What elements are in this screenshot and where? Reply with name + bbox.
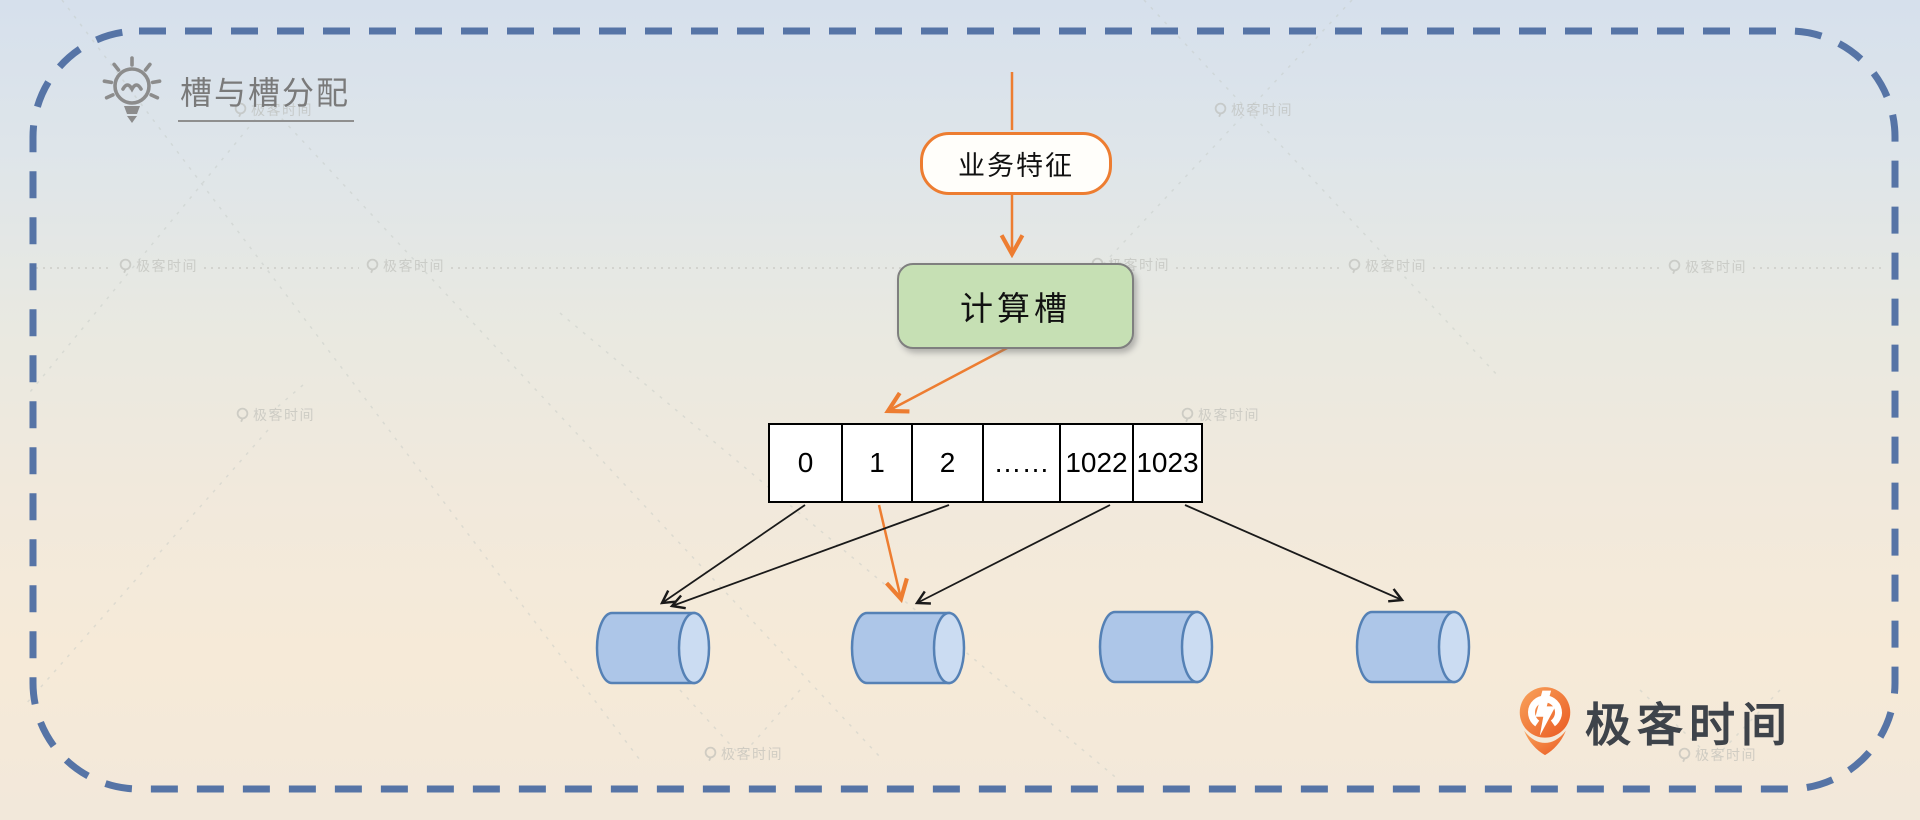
watermark-text: 极客时间 xyxy=(1365,258,1427,274)
watermark-text: 极客时间 xyxy=(383,258,445,274)
watermark-text: 极客时间 xyxy=(1685,259,1747,275)
compute-slot-box: 计算槽 xyxy=(897,263,1134,349)
geektime-watermark-icon xyxy=(1214,102,1227,118)
input-pill-label: 业务特征 xyxy=(958,151,1074,181)
geektime-logo-text: 极客时间 xyxy=(1585,699,1793,751)
lattice-diagonal xyxy=(559,312,1121,782)
watermark-text: 极客时间 xyxy=(253,407,315,423)
slot-cell: 0 xyxy=(768,423,843,503)
connector-slot1023-to-node4 xyxy=(1184,504,1405,603)
slot-cell: 1022 xyxy=(1059,423,1134,503)
slot-cell: 1 xyxy=(841,423,913,503)
lightbulb-icon xyxy=(102,56,162,123)
watermark-text: 极客时间 xyxy=(1231,102,1293,118)
geektime-logo-icon xyxy=(1519,687,1571,756)
geektime-watermark-icon xyxy=(119,258,132,274)
geektime-watermark-icon xyxy=(1348,258,1361,274)
watermark: 极客时间 xyxy=(1180,405,1260,425)
geektime-watermark-icon xyxy=(366,258,379,274)
geektime-watermark-icon xyxy=(1181,407,1194,423)
lattice-diagonal xyxy=(1143,0,1501,379)
connector-slot1-to-node2 xyxy=(877,504,901,599)
lattice-diagonal xyxy=(29,103,269,393)
connector-compute-to-slot1 xyxy=(888,345,1010,411)
connector-slot1022-to-node2 xyxy=(914,504,1111,605)
slot-array: 0 1 2 …… 1022 1023 xyxy=(768,423,1203,503)
watermark-text: 极客时间 xyxy=(721,746,783,762)
slot-cell: 2 xyxy=(911,423,984,503)
slot-cell: …… xyxy=(982,423,1061,503)
storage-cylinder xyxy=(1355,610,1471,684)
slot-cell: 1023 xyxy=(1132,423,1203,503)
geektime-watermark-icon xyxy=(236,407,249,423)
watermark: 极客时间 xyxy=(703,744,783,764)
geektime-watermark-icon xyxy=(704,746,717,762)
watermark: 极客时间 xyxy=(1667,257,1747,277)
geektime-watermark-icon xyxy=(1668,259,1681,275)
connector-slot0-to-node1 xyxy=(659,504,806,605)
watermark-text: 极客时间 xyxy=(1198,407,1260,423)
storage-cylinder xyxy=(595,611,711,685)
storage-cylinder xyxy=(850,611,966,685)
connector-slot2-to-node1 xyxy=(669,504,950,610)
slide-title-block: 槽与槽分配 xyxy=(100,56,355,130)
geektime-logo: 极客时间 xyxy=(1518,684,1793,760)
watermark: 极客时间 xyxy=(235,405,315,425)
watermark: 极客时间 xyxy=(118,256,198,276)
watermark: 极客时间 xyxy=(365,256,445,276)
lattice-diagonal xyxy=(24,429,269,706)
watermark: 极客时间 xyxy=(1213,100,1293,120)
watermark: 极客时间 xyxy=(1347,256,1427,276)
page-title: 槽与槽分配 xyxy=(178,68,355,122)
compute-box-label: 计算槽 xyxy=(960,290,1071,327)
storage-cylinder xyxy=(1098,610,1214,684)
input-pill-business-feature: 业务特征 xyxy=(920,132,1112,195)
watermark-text: 极客时间 xyxy=(136,258,198,274)
